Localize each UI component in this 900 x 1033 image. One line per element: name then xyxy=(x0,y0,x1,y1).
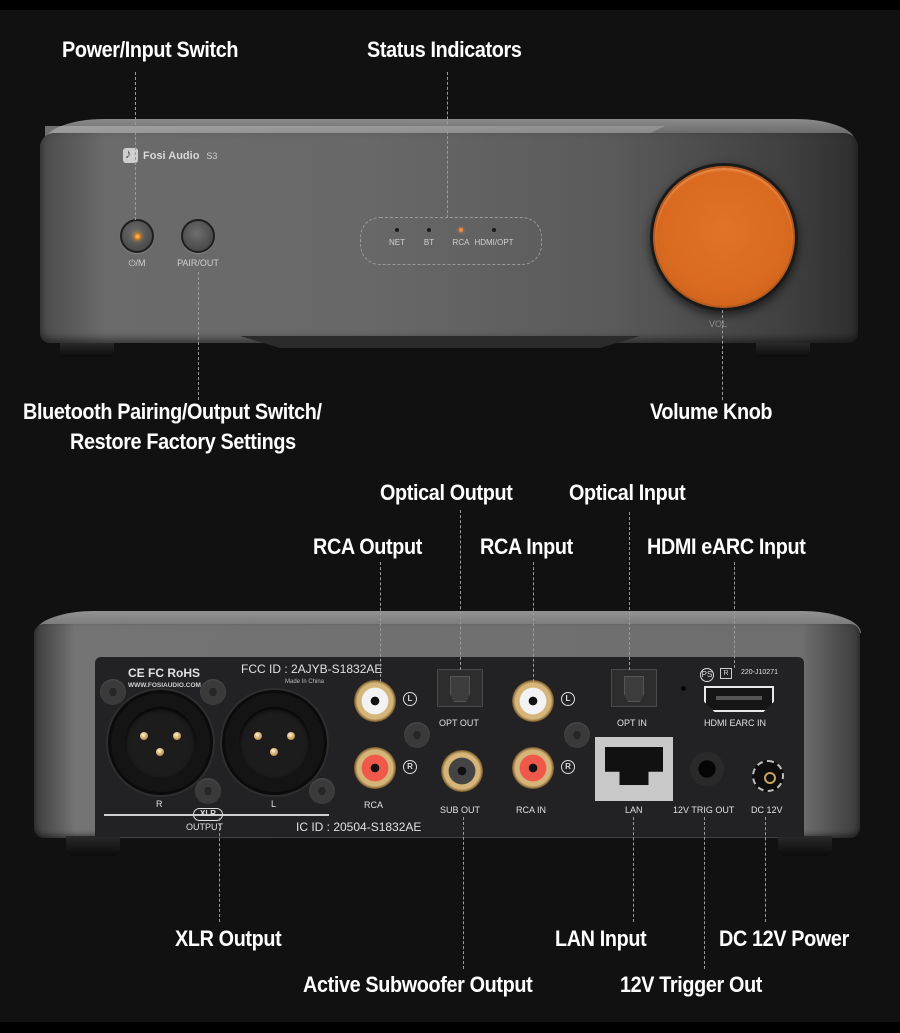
fcc-id: FCC ID : 2AJYB-S1832AE xyxy=(241,662,383,676)
reset-pinhole xyxy=(681,686,686,691)
screw-icon xyxy=(200,679,226,705)
pse-mark-icon: PS xyxy=(700,668,714,682)
power-button-label: ⏻/M xyxy=(128,258,146,268)
callout-dc-power: DC 12V Power xyxy=(719,926,849,951)
callout-subwoofer-output: Active Subwoofer Output xyxy=(303,972,533,997)
opt-out-label: OPT OUT xyxy=(439,718,479,728)
xlr-r-label: R xyxy=(156,799,163,809)
led-dot-icon xyxy=(427,228,431,232)
brand-name: Fosi Audio xyxy=(143,149,200,162)
power-button[interactable] xyxy=(120,219,154,253)
left-channel-icon: L xyxy=(561,692,575,706)
leader-line-lan xyxy=(633,817,634,922)
leader-line-pair xyxy=(198,272,199,400)
made-in-china: Made In China xyxy=(285,679,325,685)
callout-xlr-output: XLR Output xyxy=(175,926,282,951)
certification-marks: CE FC RoHS xyxy=(128,666,200,680)
xlr-badge: XLR xyxy=(193,808,223,821)
leader-line-opt-in xyxy=(629,512,630,670)
callout-restore-factory: Restore Factory Settings xyxy=(70,429,296,454)
callout-lan-input: LAN Input xyxy=(555,926,647,951)
rca-output-right-port[interactable] xyxy=(354,747,396,789)
callout-volume-knob: Volume Knob xyxy=(650,399,773,424)
trigger-out-jack[interactable] xyxy=(690,752,724,786)
rca-in-label: RCA IN xyxy=(516,805,547,815)
callout-rca-input: RCA Input xyxy=(480,534,573,559)
trig-out-label: 12V TRIG OUT xyxy=(673,805,735,815)
screw-icon xyxy=(100,679,126,705)
opt-in-label: OPT IN xyxy=(617,718,647,728)
foot-right xyxy=(756,343,810,357)
left-channel-icon: L xyxy=(403,692,417,706)
rca-input-left-port[interactable] xyxy=(512,680,554,722)
optical-input-port[interactable] xyxy=(611,669,657,707)
callout-power-input-switch: Power/Input Switch xyxy=(62,37,239,62)
callout-rca-output: RCA Output xyxy=(313,534,422,559)
right-channel-icon: R xyxy=(403,760,417,774)
hdmi-earc-label: HDMI EARC IN xyxy=(704,718,767,728)
optical-output-port[interactable] xyxy=(437,669,483,707)
xlr-output-label: OUTPUT xyxy=(186,822,223,832)
rca-output-label: RCA xyxy=(364,800,384,810)
leader-line-xlr xyxy=(219,818,220,922)
right-channel-icon: R xyxy=(561,760,575,774)
dc-power-jack[interactable] xyxy=(752,760,784,792)
leader-line-opt-out xyxy=(460,510,461,670)
rca-input-right-port[interactable] xyxy=(512,747,554,789)
screw-icon xyxy=(309,778,335,804)
kc-code: 220-J10271 xyxy=(741,669,778,676)
pair-out-button[interactable] xyxy=(181,219,215,253)
leader-line-trigger xyxy=(704,817,705,969)
callout-optical-input: Optical Input xyxy=(569,480,686,505)
led-dot-icon xyxy=(395,228,399,232)
power-led-icon xyxy=(134,233,141,240)
leader-line-dc xyxy=(765,817,766,922)
callout-optical-output: Optical Output xyxy=(380,480,513,505)
kc-r-mark-icon: R xyxy=(720,668,732,679)
screw-icon xyxy=(404,722,430,748)
music-note-icon xyxy=(123,146,138,163)
front-unit-base xyxy=(240,336,640,348)
leader-line-rca-in xyxy=(533,562,534,682)
rear-foot-right xyxy=(778,836,832,856)
screw-icon xyxy=(195,778,221,804)
leader-line-hdmi xyxy=(734,562,735,668)
hdmi-earc-port[interactable] xyxy=(704,686,774,712)
leader-line-sub xyxy=(463,817,464,969)
callout-bluetooth-pairing: Bluetooth Pairing/Output Switch/ xyxy=(23,399,322,424)
callout-trigger-out: 12V Trigger Out xyxy=(620,972,763,997)
leader-line-rca-out xyxy=(380,562,381,682)
status-led-hdmi-opt: HDMI/OPT xyxy=(469,228,519,247)
pair-out-label: PAIR/OUT xyxy=(177,258,219,268)
status-led-net: NET xyxy=(372,228,422,247)
subwoofer-output-port[interactable] xyxy=(441,750,483,792)
callout-status-indicators: Status Indicators xyxy=(367,37,522,62)
rca-output-left-port[interactable] xyxy=(354,680,396,722)
status-led-rca: RCA xyxy=(436,228,486,247)
website-text: WWW.FOSIAUDIO.COM xyxy=(128,682,201,689)
status-led-bt: BT xyxy=(404,228,454,247)
volume-knob[interactable] xyxy=(653,166,795,308)
brand-logo: Fosi Audio S3 xyxy=(123,146,218,163)
leader-line-status xyxy=(447,72,448,218)
callout-hdmi-earc-input: HDMI eARC Input xyxy=(647,534,806,559)
screw-icon xyxy=(564,722,590,748)
status-indicator-panel: NET BT RCA HDMI/OPT xyxy=(360,217,542,265)
lan-port[interactable] xyxy=(595,737,673,801)
xlr-l-label: L xyxy=(271,799,277,809)
ic-id: IC ID : 20504-S1832AE xyxy=(296,820,422,834)
xlr-output-left-port[interactable] xyxy=(222,690,327,795)
led-dot-icon xyxy=(492,228,496,232)
dc-12v-label: DC 12V xyxy=(751,805,783,815)
volume-label: VOL xyxy=(709,319,728,329)
leader-line-volume xyxy=(722,310,723,400)
xlr-output-right-port[interactable] xyxy=(108,690,213,795)
sub-out-label: SUB OUT xyxy=(440,805,481,815)
led-dot-active-icon xyxy=(459,228,463,232)
foot-left xyxy=(60,343,114,357)
model-name: S3 xyxy=(206,150,218,161)
lan-label: LAN xyxy=(625,805,643,815)
rear-foot-left xyxy=(66,836,120,856)
leader-line-power xyxy=(135,72,136,220)
